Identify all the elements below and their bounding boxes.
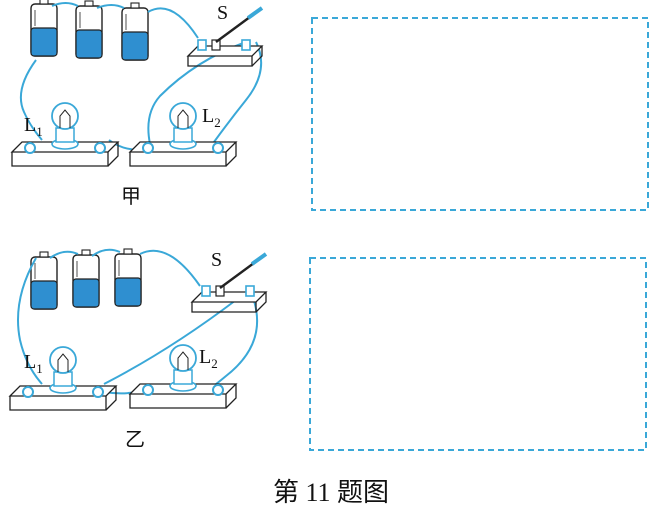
- lamp2-label: L2: [199, 346, 218, 371]
- answer-box-b: [309, 257, 647, 451]
- wire: [103, 299, 237, 385]
- wire: [207, 289, 259, 391]
- battery-icon: [30, 0, 58, 57]
- wire: [139, 249, 201, 287]
- wire: [91, 248, 121, 257]
- battery-icon: [121, 2, 149, 61]
- switch-label: S: [217, 2, 228, 24]
- lamp1-label: L1: [24, 114, 43, 139]
- battery-icon: [75, 0, 103, 59]
- lamp2-label: L2: [202, 105, 221, 130]
- wire: [147, 41, 247, 145]
- circuit-a: S L1 L2 甲: [11, 0, 264, 208]
- figure-caption: 第 11 题图: [273, 478, 389, 507]
- circuit-b-caption: 乙: [125, 429, 145, 451]
- wire: [49, 250, 79, 259]
- wire: [96, 4, 125, 9]
- battery-icon: [72, 249, 100, 308]
- wire: [147, 7, 199, 39]
- answer-box-a: [311, 17, 649, 211]
- switch-label: S: [211, 249, 222, 271]
- lamp1-label: L1: [24, 351, 43, 376]
- wire: [17, 257, 43, 385]
- battery-icon: [114, 248, 142, 307]
- wire: [213, 41, 263, 143]
- lamp-l2-icon: [129, 344, 237, 409]
- wire: [20, 59, 43, 141]
- circuit-a-caption: 甲: [121, 186, 141, 208]
- wire: [51, 2, 79, 7]
- circuit-b: S L1 L2 乙: [9, 248, 268, 451]
